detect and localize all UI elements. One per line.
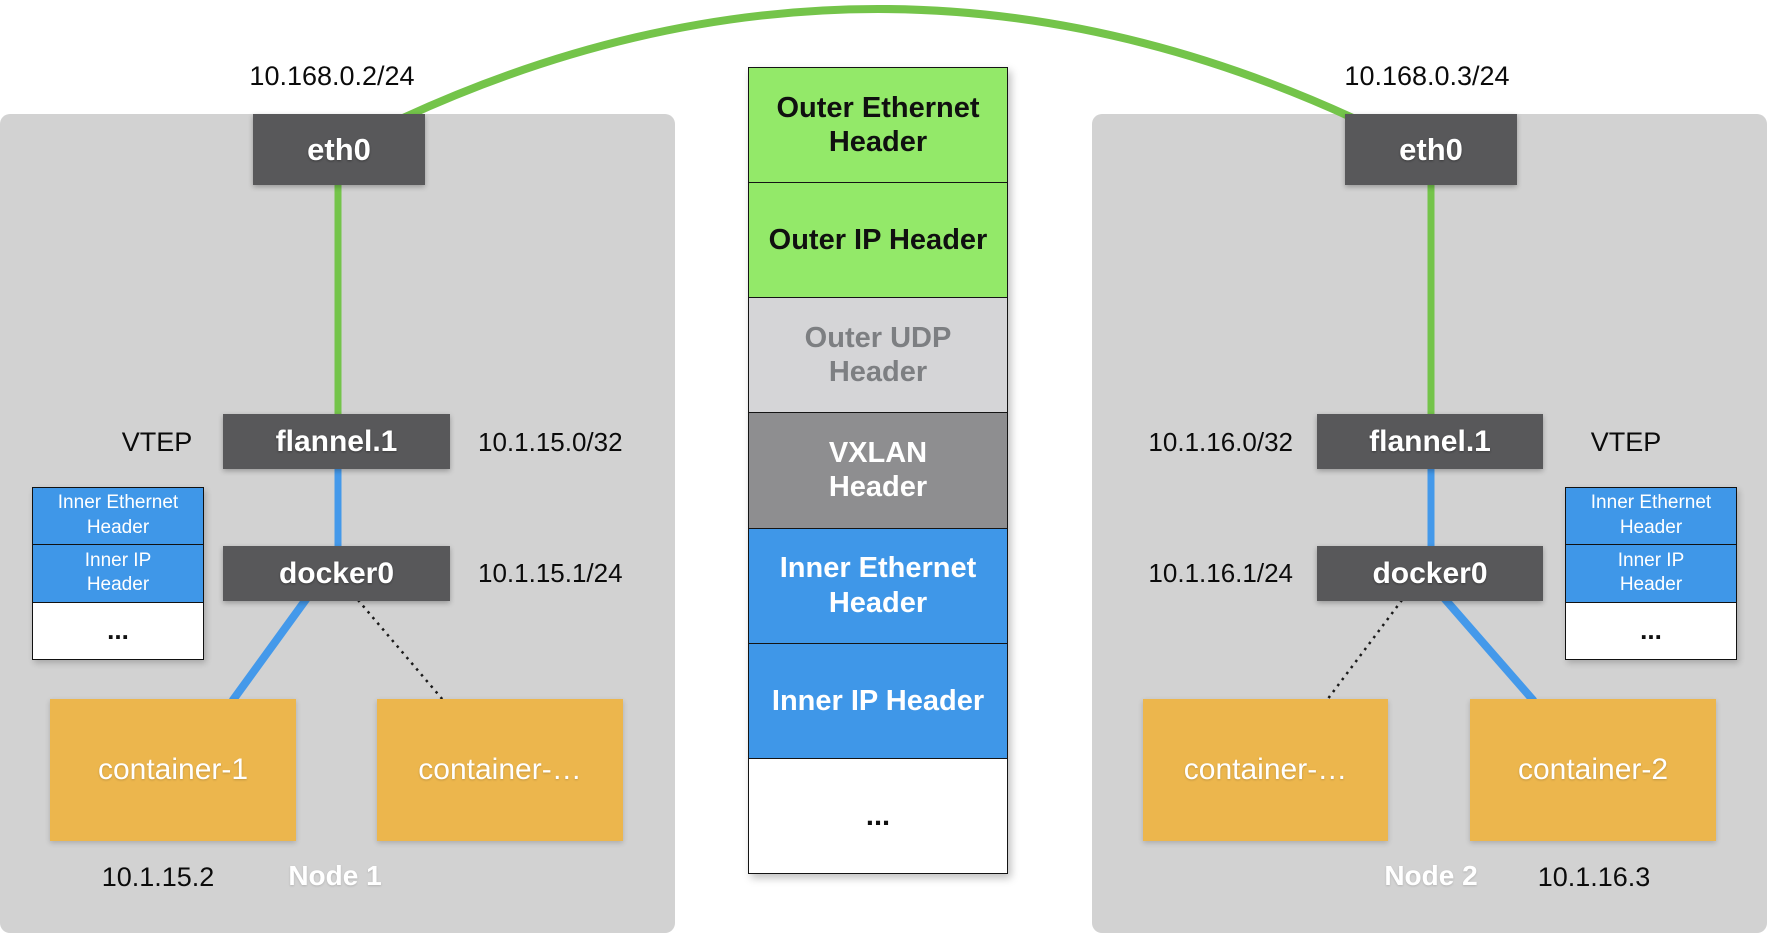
inset-inner-ip-node1: Inner IP Header — [32, 545, 204, 603]
vxlan-packet-stack: Outer Ethernet Header Outer IP Header Ou… — [748, 67, 1008, 874]
stack-outer-ip-header: Outer IP Header — [748, 183, 1008, 299]
inset-payload-node1: ... — [32, 602, 204, 660]
docker0-ip-node2: 10.1.16.1/24 — [1148, 557, 1293, 588]
inner-packet-inset-node2: Inner Ethernet Header Inner IP Header ..… — [1565, 487, 1737, 660]
container-2-box: container-2 — [1470, 699, 1716, 841]
stack-inner-ethernet-header: Inner Ethernet Header — [748, 528, 1008, 644]
docker0-ip-node1: 10.1.15.1/24 — [478, 557, 623, 588]
container-ellipsis-box-node2: container-… — [1143, 699, 1388, 841]
vtep-label-node2: VTEP — [1590, 426, 1662, 457]
stack-payload: ... — [748, 758, 1008, 874]
flannel1-box-node1: flannel.1 — [223, 414, 450, 469]
eth0-ip-node1: 10.168.0.2/24 — [249, 60, 415, 91]
container2-ip-label: 10.1.16.3 — [1537, 861, 1651, 892]
stack-outer-udp-header: Outer UDP Header — [748, 298, 1008, 414]
inset-payload-node2: ... — [1565, 602, 1737, 660]
flannel1-ip-node2: 10.1.16.0/32 — [1148, 426, 1293, 457]
inset-inner-ethernet-node2: Inner Ethernet Header — [1565, 487, 1737, 546]
inset-inner-ip-node2: Inner IP Header — [1565, 545, 1737, 603]
vtep-label-node1: VTEP — [121, 426, 193, 457]
inner-packet-inset-node1: Inner Ethernet Header Inner IP Header ..… — [32, 487, 204, 660]
stack-outer-ethernet-header: Outer Ethernet Header — [748, 67, 1008, 184]
container-1-box: container-1 — [50, 699, 296, 841]
docker0-box-node2: docker0 — [1317, 546, 1543, 601]
eth0-ip-node2: 10.168.0.3/24 — [1344, 60, 1510, 91]
eth0-box-node2: eth0 — [1345, 114, 1517, 185]
stack-vxlan-header: VXLAN Header — [748, 413, 1008, 529]
flannel1-ip-node1: 10.1.15.0/32 — [478, 426, 623, 457]
node1-label: Node 1 — [288, 860, 382, 891]
node2-label: Node 2 — [1384, 860, 1478, 891]
flannel1-box-node2: flannel.1 — [1317, 414, 1543, 469]
container-ellipsis-box-node1: container-… — [377, 699, 623, 841]
docker0-box-node1: docker0 — [223, 546, 450, 601]
stack-inner-ip-header: Inner IP Header — [748, 643, 1008, 759]
container1-ip-label: 10.1.15.2 — [101, 861, 215, 892]
eth0-box-node1: eth0 — [253, 114, 425, 185]
inset-inner-ethernet-node1: Inner Ethernet Header — [32, 487, 204, 546]
